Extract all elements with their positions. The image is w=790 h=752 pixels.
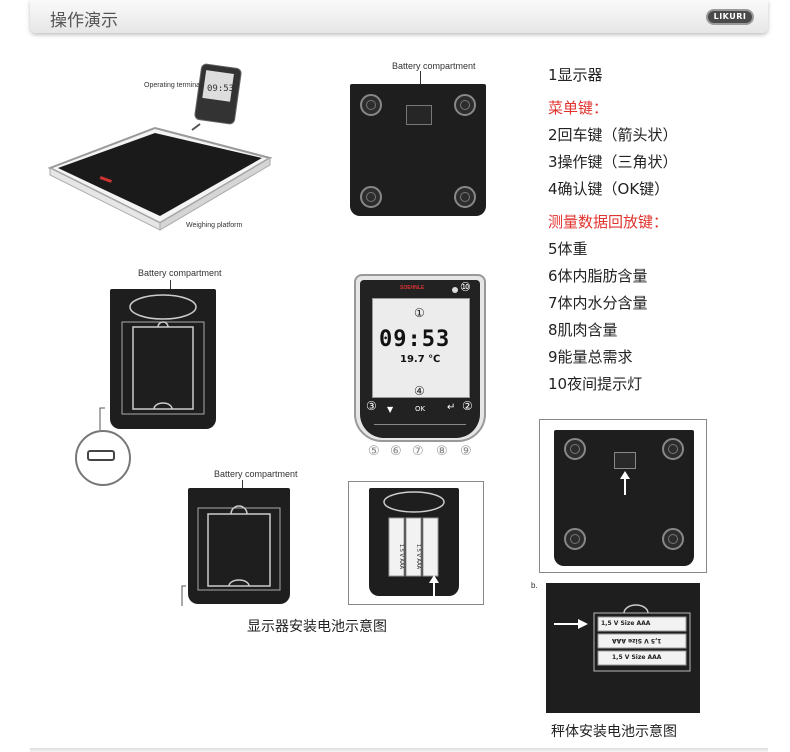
display-back-panel [188,488,290,604]
foot-icon [454,94,476,116]
battery-label: 1.5 V AAA [381,544,387,570]
display-batteries-installed-figure: 1.5 V AAA 1.5 V AAA 1.5 V AAA [348,481,484,605]
scale-battery-top-figure: Battery compartment [350,58,490,218]
callout-7: ⑦ [412,444,424,459]
playback-item: 7体内水分含量 [548,294,648,312]
foot-icon [662,528,684,550]
scale-install-caption: 秤体安装电池示意图 [551,724,677,740]
callout-9: ⑨ [460,444,472,459]
legend-display: 1显示器 [548,66,603,84]
battery-compartment-label: Battery compartment [214,469,298,479]
foot-icon [662,438,684,460]
battery-label: 1,5 V Size AAA [601,620,651,627]
battery-compartment-label: Battery compartment [138,268,222,278]
menu-item: 4确认键（OK键） [548,180,670,198]
menu-item: 3操作键（三角状） [548,153,678,171]
scale-overview-figure: Operating terminal 09:53 Weighing platfo… [40,58,280,243]
callout-3: ③ [366,399,377,413]
battery-cover [406,105,432,125]
likuri-logo: LIKURI [706,9,754,25]
foot-icon [454,186,476,208]
insert-arrow-icon [429,575,439,602]
figure-b-label: b. [531,581,538,590]
callout-5: ⑤ [368,444,380,459]
display-time-small: 09:53 [207,84,235,94]
foot-icon [564,438,586,460]
foot-icon [360,94,382,116]
display-back-drawing [197,505,281,591]
terminal-time: 09:53 [379,327,451,352]
foot-icon [360,186,382,208]
playback-item: 9能量总需求 [548,348,633,366]
playback-heading: 测量数据回放键： [548,213,669,231]
bottom-divider [30,748,768,752]
display-battery-lower-figure: Battery compartment [176,466,298,606]
display-back-panel [110,289,216,429]
triangle-button[interactable]: ▼ [387,405,394,414]
terminal-label: Operating terminal [144,82,202,89]
battery-drawing [554,604,691,672]
battery-label: 1,5 V Size AAA [612,654,662,661]
playback-item: 6体内脂肪含量 [548,267,648,285]
scale-underside-arrow-figure [539,419,707,573]
playback-item: 8肌肉含量 [548,321,618,339]
page-header: 操作演示 LIKURI [30,0,768,33]
battery-label: 1.5 V AAA [415,544,421,570]
battery-drawing [383,491,445,577]
scale-overview-drawing [47,63,273,231]
terminal-screen [372,298,470,398]
terminal-brand: SOEHNLE [400,285,425,291]
scale-battery-install-figure: 1,5 V Size AAA 1,5 V Size AAA 1,5 V Size… [546,583,700,713]
pointer-line [181,585,186,606]
ok-button[interactable]: OK [415,405,426,413]
legend-list: 1显示器 菜单键： 2回车键（箭头状） 3操作键（三角状） 4确认键（OK键） … [548,62,678,398]
usb-port-icon [87,450,115,461]
menu-heading: 菜单键： [548,99,609,117]
battery-label: 1,5 V Size AAA [612,637,662,644]
terminal-figure: SOEHNLE ⑩ ① 09:53 19.7 ℃ ④ ③ ▼ OK ↵ ② ⑤ … [350,274,490,464]
up-arrow-icon [620,471,630,495]
display-back-drawing [121,294,205,415]
callout-6: ⑥ [390,444,402,459]
battery-cover [614,452,636,469]
callout-10: ⑩ [460,280,471,294]
callout-2: ② [462,399,473,413]
page-title: 操作演示 [50,11,118,31]
enter-arrow-button[interactable]: ↵ [447,402,456,413]
battery-label: 1.5 V AAA [398,544,404,570]
usb-port-zoom [75,430,131,486]
playback-item: 5体重 [548,240,588,258]
menu-item: 2回车键（箭头状） [548,126,678,144]
platform-label: Weighing platform [186,222,243,229]
night-light-icon [452,287,458,293]
playback-item: 10夜间提示灯 [548,375,643,393]
callout-8: ⑧ [436,444,448,459]
terminal-temperature: 19.7 ℃ [400,354,441,365]
playback-keys-row [374,424,466,432]
foot-icon [564,528,586,550]
display-install-caption: 显示器安装电池示意图 [247,619,387,635]
battery-compartment-label: Battery compartment [392,61,476,71]
callout-1: ① [414,306,425,320]
pointer-line [99,407,105,430]
display-battery-figure: Battery compartment [70,264,230,486]
callout-4: ④ [414,384,425,398]
